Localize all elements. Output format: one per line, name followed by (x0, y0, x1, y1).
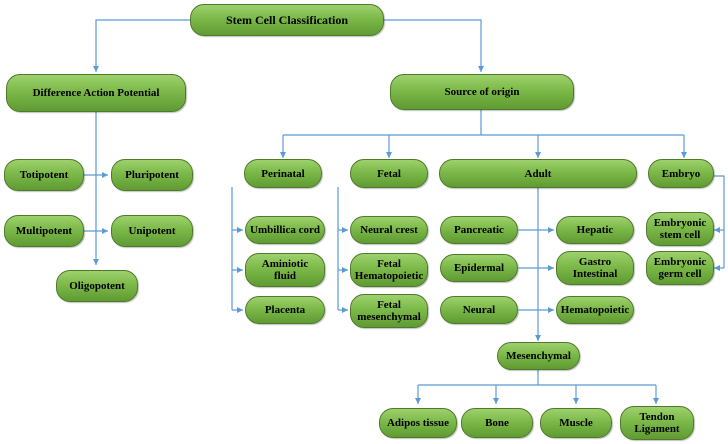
node-mesenchymal: Mesenchymal (497, 342, 580, 370)
node-hematopoietic-label: Hematopoietic (560, 304, 630, 316)
node-totipotent: Totipotent (4, 159, 84, 191)
node-potential-label: Difference Action Potential (32, 87, 160, 99)
node-epidermal: Epidermal (440, 254, 518, 282)
node-perinatal: Perinatal (244, 159, 322, 188)
node-embryonic-germ-cell: Embryonic germ cell (646, 251, 714, 285)
node-hematopoietic: Hematopoietic (556, 296, 634, 324)
node-fetal-hematopoietic-label: Fetal Hematopoietic (354, 258, 424, 282)
node-embryonic-stem-cell: Embryonic stem cell (646, 212, 714, 246)
node-adult: Adult (439, 159, 637, 188)
node-neural: Neural (440, 296, 518, 324)
node-umbilical-cord: Umbillica cord (245, 216, 325, 244)
node-fetal-hematopoietic: Fetal Hematopoietic (350, 253, 428, 287)
node-fetal-mesenchymal-label: Fetal mesenchymal (357, 299, 421, 323)
node-perinatal-label: Perinatal (261, 167, 305, 180)
node-potential: Difference Action Potential (6, 74, 186, 112)
node-umbilical-cord-label: Umbillica cord (250, 224, 320, 236)
connector (93, 19, 190, 72)
node-pancreatic-label: Pancreatic (454, 224, 504, 236)
node-fetal-label: Fetal (377, 167, 401, 180)
node-hepatic-label: Hepatic (576, 224, 614, 236)
node-tendon-ligament: Tendon Ligament (620, 406, 694, 440)
node-root-label: Stem Cell Classification (226, 13, 348, 27)
node-hepatic: Hepatic (556, 216, 634, 244)
node-mesenchymal-label: Mesenchymal (506, 350, 571, 362)
node-neural-crest-label: Neural crest (360, 224, 418, 236)
node-embryonic-stem-cell-label: Embryonic stem cell (653, 217, 707, 241)
node-origin-label: Source of origin (444, 86, 520, 98)
node-placenta: Placenta (245, 296, 325, 324)
node-amniotic-fluid-label: Aminiotic fluid (261, 258, 309, 282)
node-unipotent-label: Unipotent (128, 225, 176, 237)
node-gastro-intestinal-label: Gastro Intestinal (572, 256, 618, 280)
node-pancreatic: Pancreatic (440, 216, 518, 244)
node-epidermal-label: Epidermal (453, 262, 505, 274)
node-bone-label: Bone (485, 417, 509, 429)
node-oligopotent-label: Oligopotent (69, 280, 125, 292)
node-adipose-tissue: Adipos tissue (379, 408, 457, 438)
node-adipose-tissue-label: Adipos tissue (386, 417, 450, 429)
node-gastro-intestinal: Gastro Intestinal (556, 251, 634, 285)
node-bone: Bone (461, 408, 533, 438)
node-tendon-ligament-label: Tendon Ligament (634, 411, 680, 435)
node-oligopotent: Oligopotent (56, 270, 138, 302)
node-fetal: Fetal (350, 159, 428, 188)
node-muscle: Muscle (540, 408, 612, 438)
node-fetal-mesenchymal: Fetal mesenchymal (350, 294, 428, 328)
connector (384, 19, 484, 72)
connector (712, 175, 725, 268)
node-multipotent-label: Multipotent (15, 225, 73, 237)
node-neural-label: Neural (462, 304, 496, 316)
node-embryo-label: Embryo (661, 167, 701, 180)
node-unipotent: Unipotent (111, 215, 193, 247)
node-root: Stem Cell Classification (190, 4, 384, 36)
node-pluripotent: Pluripotent (111, 159, 193, 191)
node-embryonic-germ-cell-label: Embryonic germ cell (653, 256, 707, 280)
node-neural-crest: Neural crest (350, 216, 428, 244)
node-adult-label: Adult (524, 167, 552, 180)
node-origin: Source of origin (390, 74, 574, 110)
node-embryo: Embryo (648, 159, 714, 188)
node-pluripotent-label: Pluripotent (125, 169, 179, 181)
node-placenta-label: Placenta (264, 304, 306, 316)
node-totipotent-label: Totipotent (19, 169, 69, 181)
node-muscle-label: Muscle (559, 417, 593, 429)
node-multipotent: Multipotent (4, 215, 84, 247)
node-amniotic-fluid: Aminiotic fluid (245, 253, 325, 287)
